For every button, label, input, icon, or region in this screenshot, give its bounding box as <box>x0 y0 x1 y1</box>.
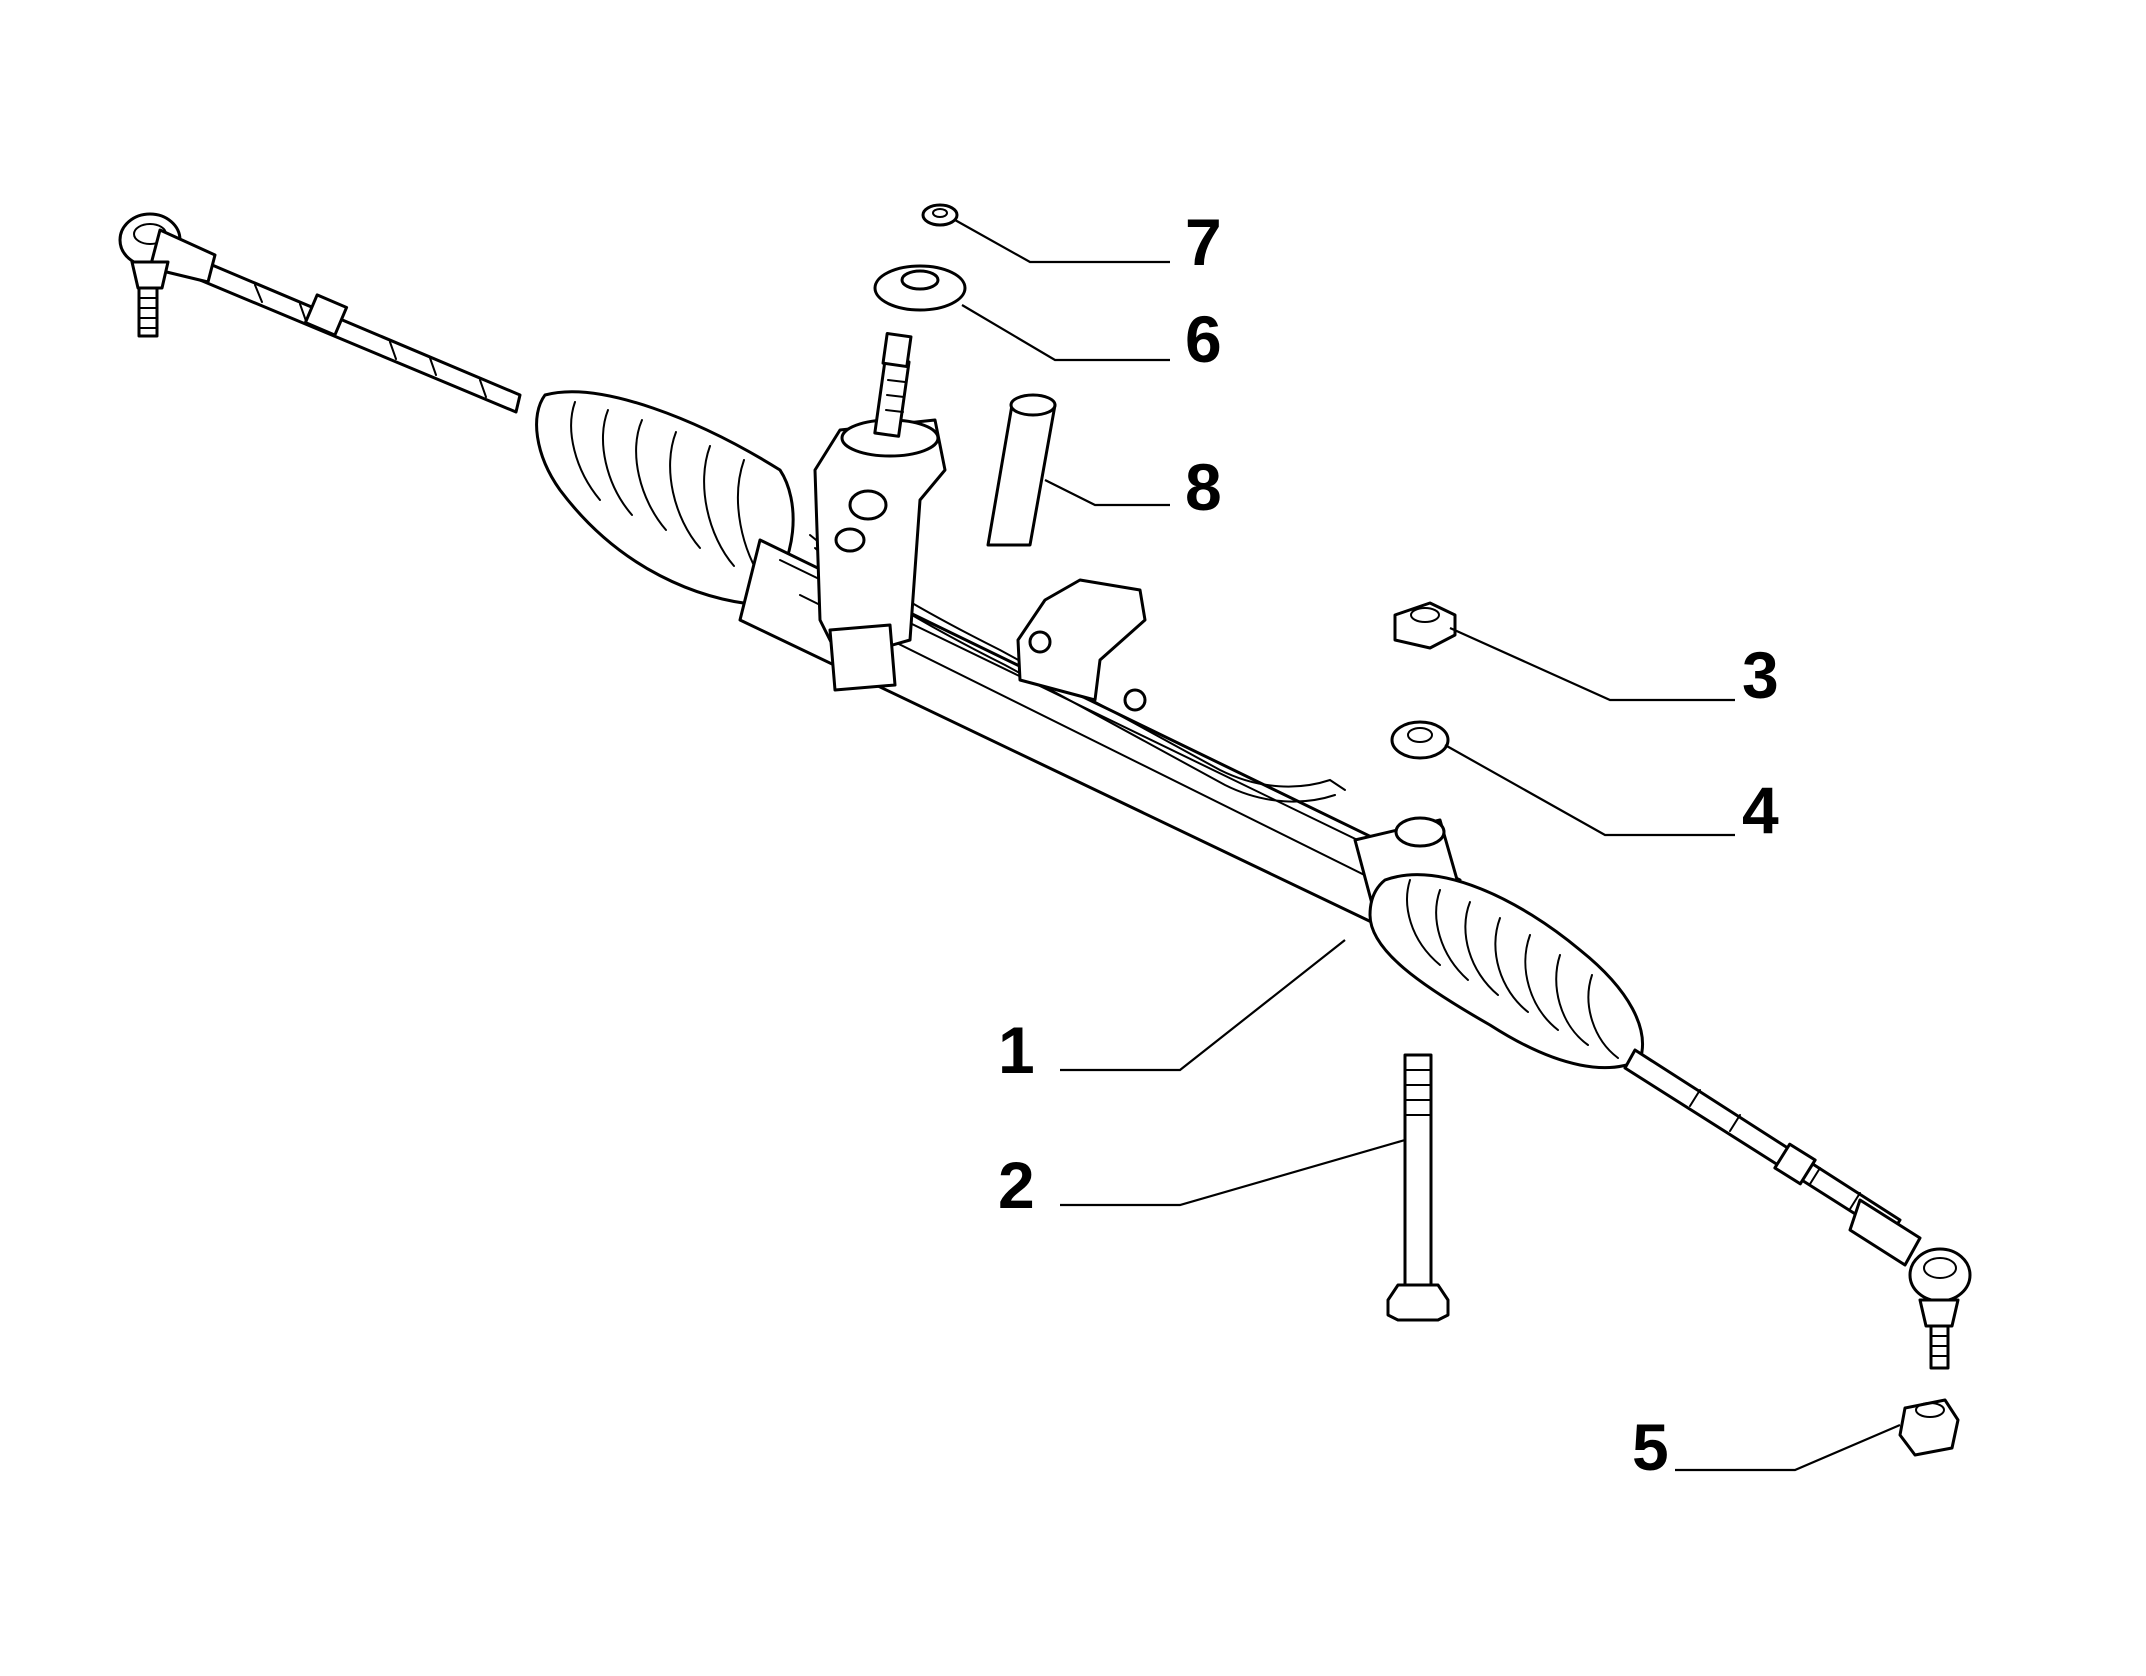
callout-7: 7 <box>1185 205 1222 279</box>
callout-8: 8 <box>1185 450 1222 524</box>
dust-cap <box>873 264 967 312</box>
left-ball-joint <box>118 212 217 338</box>
leader-6 <box>961 304 1170 362</box>
flange-nut <box>1898 1398 1960 1457</box>
washer <box>1390 720 1450 760</box>
left-tie-rod <box>198 260 522 414</box>
spacer-sleeve <box>986 393 1057 547</box>
leader-3 <box>1449 626 1735 702</box>
leader-2 <box>1060 1138 1406 1207</box>
callout-6: 6 <box>1185 302 1222 376</box>
leader-7 <box>954 219 1170 264</box>
long-bolt <box>1386 1053 1450 1322</box>
small-washer <box>921 203 959 227</box>
callout-5: 5 <box>1632 1410 1669 1484</box>
leader-8 <box>1044 479 1170 507</box>
right-rubber-boot <box>1368 873 1644 1070</box>
leader-lines <box>954 219 1901 1472</box>
callout-3: 3 <box>1742 638 1779 712</box>
steering-rack-assembly <box>118 212 1972 1370</box>
pinion-valve-body <box>813 331 947 692</box>
callout-2: 2 <box>998 1148 1035 1222</box>
callout-1: 1 <box>998 1013 1035 1087</box>
callout-labels: 1 2 3 4 5 6 7 8 <box>998 205 1779 1484</box>
hex-nut <box>1393 601 1457 650</box>
right-ball-joint <box>1848 1198 1972 1370</box>
leader-4 <box>1444 744 1735 837</box>
callout-4: 4 <box>1742 773 1779 847</box>
leader-1 <box>1060 939 1346 1072</box>
left-rubber-boot <box>535 390 795 607</box>
leader-5 <box>1675 1423 1901 1472</box>
